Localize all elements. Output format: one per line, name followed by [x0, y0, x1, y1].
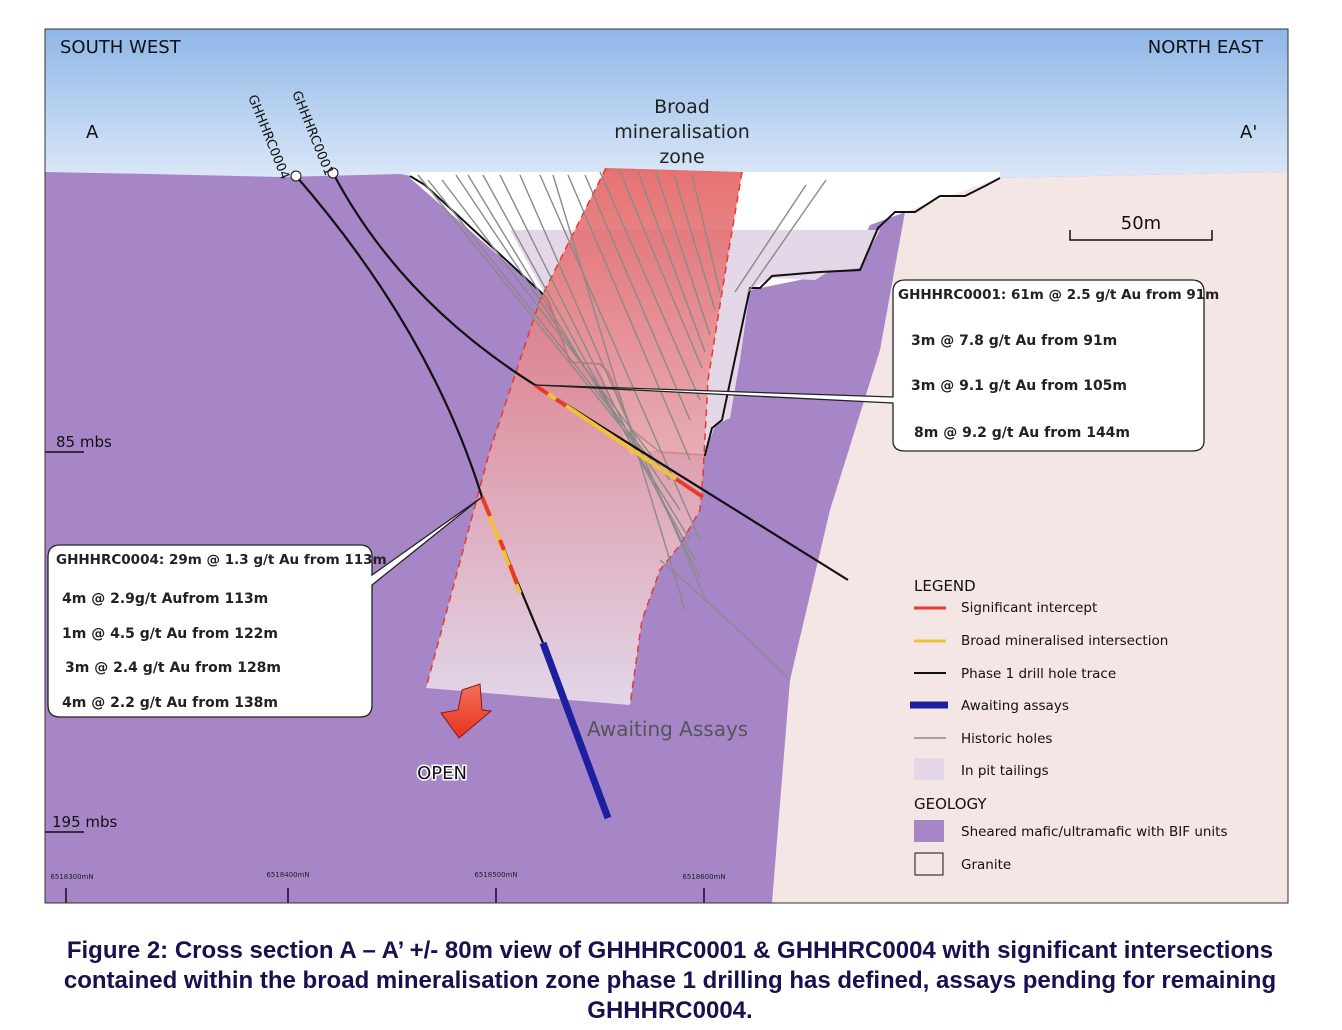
callout-0001-line-2: 3m @ 9.1 g/t Au from 105m — [911, 378, 1127, 394]
zone-label-line-2: mineralisation — [614, 121, 749, 143]
callout-0004-line-3: 3m @ 2.4 g/t Au from 128m — [65, 660, 281, 676]
callout-0001-title: GHHHRC0001: 61m @ 2.5 g/t Au from 91m — [898, 287, 1219, 303]
legend-title: LEGEND — [914, 577, 976, 595]
legend-label-drill-trace: Phase 1 drill hole trace — [961, 666, 1116, 682]
callout-0001-line-3: 8m @ 9.2 g/t Au from 144m — [914, 425, 1130, 441]
direction-south-west: SOUTH WEST — [60, 37, 182, 58]
awaiting-assays-trace — [539, 641, 612, 820]
northing-label-2: 6518400mN — [266, 871, 309, 879]
collar-ghhhrc0001 — [327, 167, 339, 179]
scale-bar — [1069, 230, 1213, 241]
legend-label-significant: Significant intercept — [961, 600, 1097, 616]
sig-intercept-0004-a — [480, 496, 492, 517]
depth-label-195: 195 mbs — [52, 813, 118, 831]
point-a: A — [86, 122, 99, 143]
callout-0004-title: GHHHRC0004: 29m @ 1.3 g/t Au from 113m — [56, 552, 387, 568]
awaiting-assays-label: Awaiting Assays — [587, 717, 748, 741]
collar-ghhhrc0004 — [290, 170, 302, 182]
figure-caption: Figure 2: Cross section A – A’ +/- 80m v… — [63, 937, 1277, 1024]
legend-swatch-granite — [914, 852, 944, 876]
scale-label: 50m — [1121, 213, 1161, 234]
cross-section-diagram: GHHHRC0004 GHHHRC0001 SOUTH WEST NORTH E… — [44, 28, 1289, 904]
open-label: OPEN — [417, 763, 467, 784]
legend-label-historic: Historic holes — [961, 731, 1052, 747]
direction-north-east: NORTH EAST — [1148, 37, 1264, 58]
callout-0001-line-1: 3m @ 7.8 g/t Au from 91m — [911, 333, 1117, 349]
legend-label-broad: Broad mineralised intersection — [961, 633, 1168, 649]
callout-ghhhrc0001: GHHHRC0001: 61m @ 2.5 g/t Au from 91m 3m… — [534, 279, 1219, 452]
northing-label-3: 6518500mN — [474, 871, 517, 879]
northing-label-4: 6518600mN — [682, 873, 725, 881]
point-a-prime: A' — [1240, 122, 1257, 143]
legend-label-granite: Granite — [961, 857, 1011, 873]
open-arrow-icon — [440, 683, 493, 739]
mineralisation-zone-outline — [629, 171, 743, 706]
zone-label-line-1: Broad — [654, 96, 710, 118]
legend-label-awaiting: Awaiting assays — [961, 698, 1069, 714]
legend-swatch-mafic — [914, 820, 944, 842]
callout-0004-line-1: 4m @ 2.9g/t Aufrom 113m — [62, 591, 268, 607]
legend-swatch-tailings — [914, 758, 944, 780]
sig-intercept-0004-c — [508, 564, 519, 585]
sig-intercept-0001-a — [533, 383, 550, 396]
drill-trace-ghhhrc0004 — [295, 175, 545, 644]
depth-label-85: 85 mbs — [56, 433, 112, 451]
callout-ghhhrc0004: GHHHRC0004: 29m @ 1.3 g/t Au from 113m 4… — [47, 496, 483, 718]
legend-label-tailings: In pit tailings — [961, 763, 1049, 779]
mineralisation-zone — [426, 168, 742, 705]
drill-trace-ghhhrc0001 — [332, 172, 849, 581]
geology-title: GEOLOGY — [914, 795, 987, 813]
zone-label-line-3: zone — [659, 146, 704, 168]
sig-intercept-0004-b — [498, 539, 506, 551]
mineralisation-zone-outline — [425, 167, 607, 689]
legend: LEGEND Significant intercept Broad miner… — [910, 577, 1228, 876]
northing-ticks — [65, 888, 705, 903]
callout-0004-line-4: 4m @ 2.2 g/t Au from 138m — [62, 695, 278, 711]
northing-label-1: 6518300mN — [50, 873, 93, 881]
historic-holes — [417, 171, 827, 681]
callout-0004-line-2: 1m @ 4.5 g/t Au from 122m — [62, 626, 278, 642]
figure-frame — [44, 28, 1289, 904]
legend-label-mafic: Sheared mafic/ultramafic with BIF units — [961, 824, 1228, 840]
sig-intercept-0001-c — [674, 477, 705, 499]
sig-intercept-0001-b — [554, 397, 568, 408]
